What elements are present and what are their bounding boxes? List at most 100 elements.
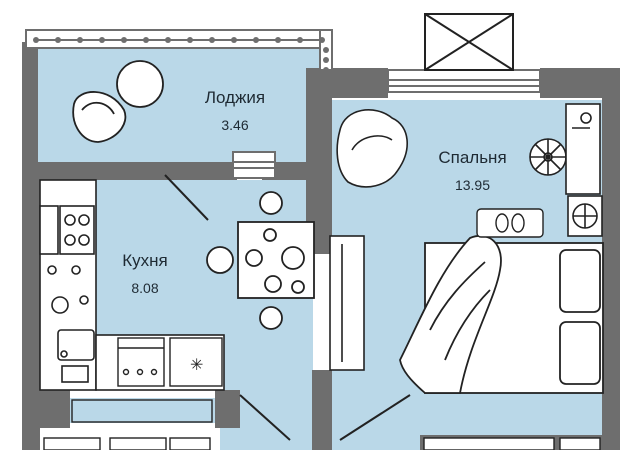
- slippers-icon: [476, 208, 544, 238]
- burner-2: [78, 214, 90, 226]
- knob-2: [136, 368, 144, 376]
- slipper-1: [495, 213, 509, 233]
- loggia-door-swing: [164, 174, 209, 221]
- slipper-2: [511, 213, 525, 233]
- door-swing-kitchen: [239, 394, 291, 441]
- tap-2: [71, 265, 81, 275]
- wall-top-bedroom: [306, 68, 388, 98]
- railing-knot: [55, 37, 61, 43]
- wall-bottom-left: [40, 390, 70, 428]
- blanket-fold-2: [444, 289, 491, 361]
- knob-1: [122, 368, 130, 376]
- railing-knot: [33, 37, 39, 43]
- dining-table-icon: [206, 191, 315, 330]
- chair-top: [259, 191, 283, 215]
- railing-knot: [209, 37, 215, 43]
- blanket: [399, 235, 502, 394]
- wall-right: [602, 68, 620, 450]
- burner-3: [64, 234, 76, 246]
- room-label-bedroom: Спальня 13.95: [415, 148, 530, 194]
- wall-left-loggia: [22, 42, 38, 178]
- wardrobe-icon: [329, 235, 365, 371]
- wall-left-kitchen: [22, 178, 40, 450]
- railing-knot: [231, 37, 237, 43]
- loggia-area: 3.46: [221, 117, 249, 133]
- burner-1: [64, 214, 76, 226]
- railing-knots: [33, 37, 329, 73]
- railing-knot: [143, 37, 149, 43]
- plate-1: [245, 249, 263, 267]
- plant-pot: [580, 112, 592, 124]
- pillow-2: [559, 321, 601, 385]
- blanket-fold: [429, 261, 486, 331]
- railing-knot: [323, 67, 329, 73]
- knob-3: [150, 368, 158, 376]
- sink-icon: [47, 265, 95, 383]
- mat: [476, 208, 544, 238]
- oven: [39, 205, 59, 255]
- room-label-kitchen: Кухня 8.08: [100, 251, 190, 297]
- plant-icon: [565, 103, 601, 195]
- tap-3: [51, 296, 69, 314]
- vent-cross-2: [424, 13, 514, 71]
- wall-loggia-bottom: [22, 162, 237, 180]
- bedroom-area: 13.95: [454, 177, 491, 193]
- railing-knot: [275, 37, 281, 43]
- railing-knot: [77, 37, 83, 43]
- plate-2: [281, 246, 305, 270]
- railing-knot: [319, 37, 325, 43]
- bottom-shelf-2: [559, 437, 601, 450]
- cooktop-body: [117, 337, 165, 387]
- fridge-mark: ✳: [190, 355, 203, 374]
- loggia-window: [232, 151, 276, 179]
- plate-5: [291, 280, 305, 294]
- pillow-1: [559, 249, 601, 313]
- door-swings: [239, 394, 411, 441]
- armchair-seat: [72, 91, 127, 143]
- hall-fixtures: [43, 399, 213, 450]
- railing-knot: [323, 47, 329, 53]
- railing-knot: [121, 37, 127, 43]
- room-label-loggia: Лоджия 3.46: [185, 88, 285, 134]
- loggia-window-frame: [232, 151, 276, 179]
- door-swing-bedroom: [339, 394, 411, 441]
- fan-icon: [567, 195, 603, 237]
- railing-knot: [253, 37, 259, 43]
- plate-4: [263, 228, 277, 242]
- stove-icon: [39, 205, 95, 255]
- sink-cabinet: [61, 365, 89, 383]
- railing-knot: [165, 37, 171, 43]
- burner-4: [78, 234, 90, 246]
- loggia-name: Лоджия: [204, 88, 266, 107]
- wall-middle-lower: [312, 370, 332, 450]
- kitchen-area: 8.08: [131, 280, 159, 296]
- cooktop: ✳: [117, 337, 223, 387]
- window-icon: [387, 69, 541, 93]
- railing-knot: [99, 37, 105, 43]
- walls: [22, 42, 620, 450]
- lounge-chair-inner: [351, 135, 393, 151]
- wall-bottom-mid: [215, 390, 240, 428]
- bottom-shelf: [423, 437, 555, 450]
- tap-1: [47, 265, 57, 275]
- lamp-rays: [530, 139, 566, 175]
- fridge: [169, 337, 223, 387]
- chair-bottom: [259, 306, 283, 330]
- hall-box-2: [109, 437, 167, 450]
- lounge-chair: [336, 109, 408, 188]
- railing-knot: [187, 37, 193, 43]
- armchair-cushion: [116, 60, 164, 108]
- wardrobe-body: [329, 235, 365, 371]
- bedroom-name: Спальня: [438, 148, 507, 167]
- bedroom-bottom: [423, 437, 601, 450]
- stove-body: [59, 205, 95, 255]
- armchair-back: [81, 101, 115, 115]
- hall-shelf: [71, 399, 213, 423]
- armchair-icon: [72, 60, 164, 143]
- railing-knot: [323, 57, 329, 63]
- floor-lamp-icon: [336, 109, 567, 188]
- hall-box-1: [43, 437, 101, 450]
- bed-icon: [399, 235, 604, 394]
- vent-shaft-icon: [424, 13, 514, 71]
